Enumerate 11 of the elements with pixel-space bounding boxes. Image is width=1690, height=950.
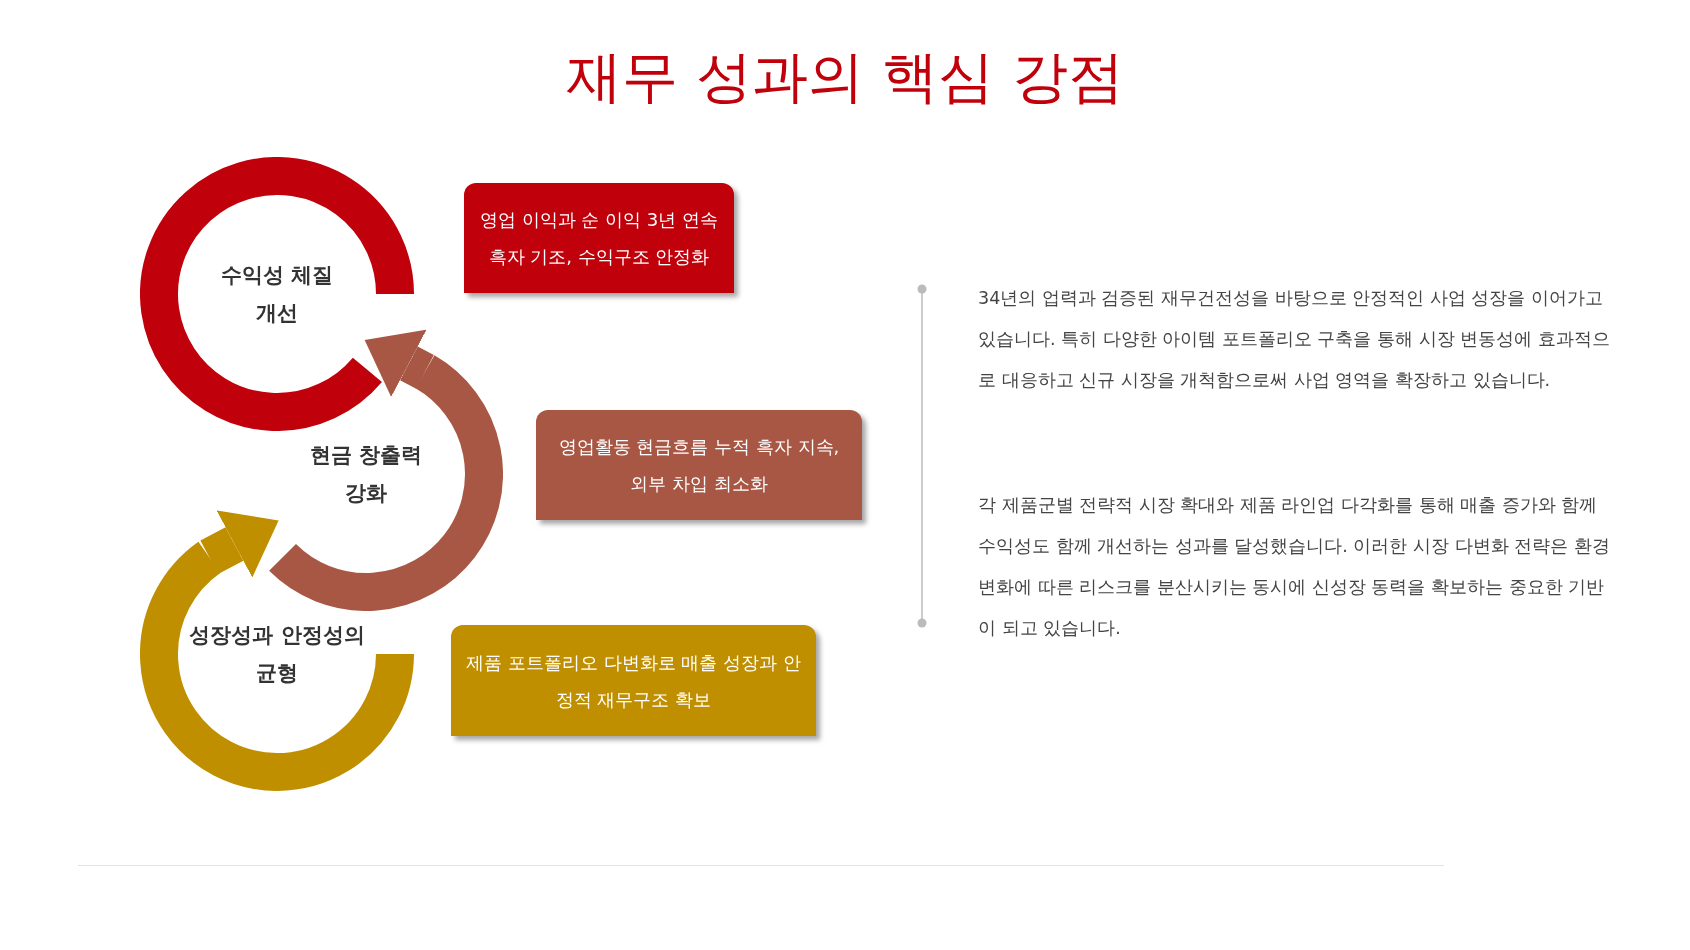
ring-label: 성장성과 안정성의 균형 xyxy=(188,622,366,687)
paragraph: 각 제품군별 전략적 시장 확대와 제품 라인업 다각화를 통해 매출 증가와 함께 수익성도 함께 개선하는 성과를 달성했습니다. 이러한 시장 다변화 전략은 환경 변화에 따른 리스크를 분산시키는 동시에 신성장 동력을 확보하는 중요한 기반이 되고 있습니다. xyxy=(978,494,1611,640)
title: 재무 성과의 핵심 강점 xyxy=(565,43,1125,111)
ring-label: 현금 창출력 강화 xyxy=(308,442,424,507)
text-box: 영업 이익과 순 이익 3년 연속 흑자 기조, 수익구조 안정화 xyxy=(464,183,734,293)
arrow xyxy=(364,329,434,397)
text-box: 영업활동 현금흐름 누적 흑자 지속, 외부 차입 최소화 xyxy=(536,410,862,520)
paragraph: 34년의 업력과 검증된 재무건전성을 바탕으로 안정적인 사업 성장을 이어가고 있습니다. 특히 다양한 아이템 포트폴리오 구축을 통해 시장 변동성에 효과적으로 대응하고 신규 시장을 개척함으로써 사업 영역을 확장하고 있습니다. xyxy=(978,287,1611,392)
text-box: 제품 포트폴리오 다변화로 매출 성장과 안정적 재무구조 확보 xyxy=(451,625,816,736)
arrow xyxy=(200,510,279,578)
ring-label: 수익성 체질 개선 xyxy=(219,262,335,327)
